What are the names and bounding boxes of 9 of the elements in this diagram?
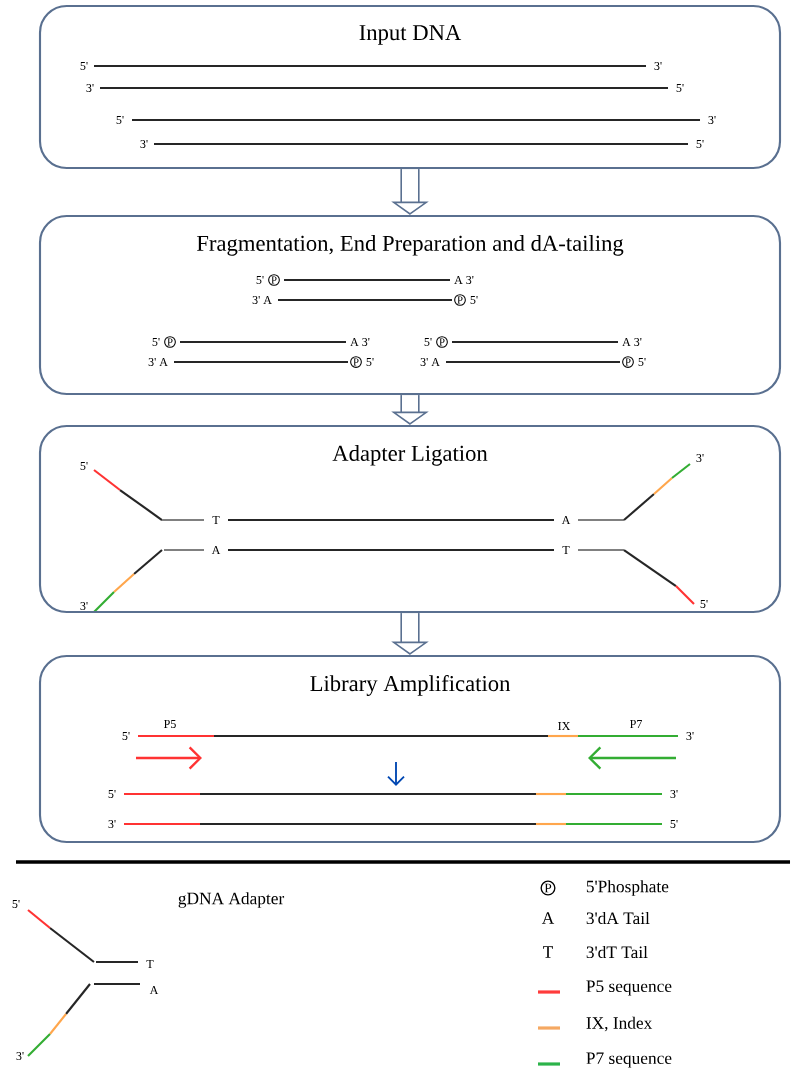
base-label: A bbox=[541, 912, 555, 924]
legend-text: P7 sequence bbox=[586, 1052, 672, 1068]
base-label: T bbox=[543, 946, 553, 958]
legend-text: 3'dT Tail bbox=[586, 945, 648, 959]
adapter-caption: gDNA Adapter bbox=[178, 892, 285, 908]
legend-text: IX, Index bbox=[586, 1016, 653, 1032]
legend-text: 5'Phosphate bbox=[586, 880, 669, 896]
legend-text: P5 sequence bbox=[586, 980, 672, 996]
legend-text: 3'dA Tail bbox=[586, 911, 650, 925]
